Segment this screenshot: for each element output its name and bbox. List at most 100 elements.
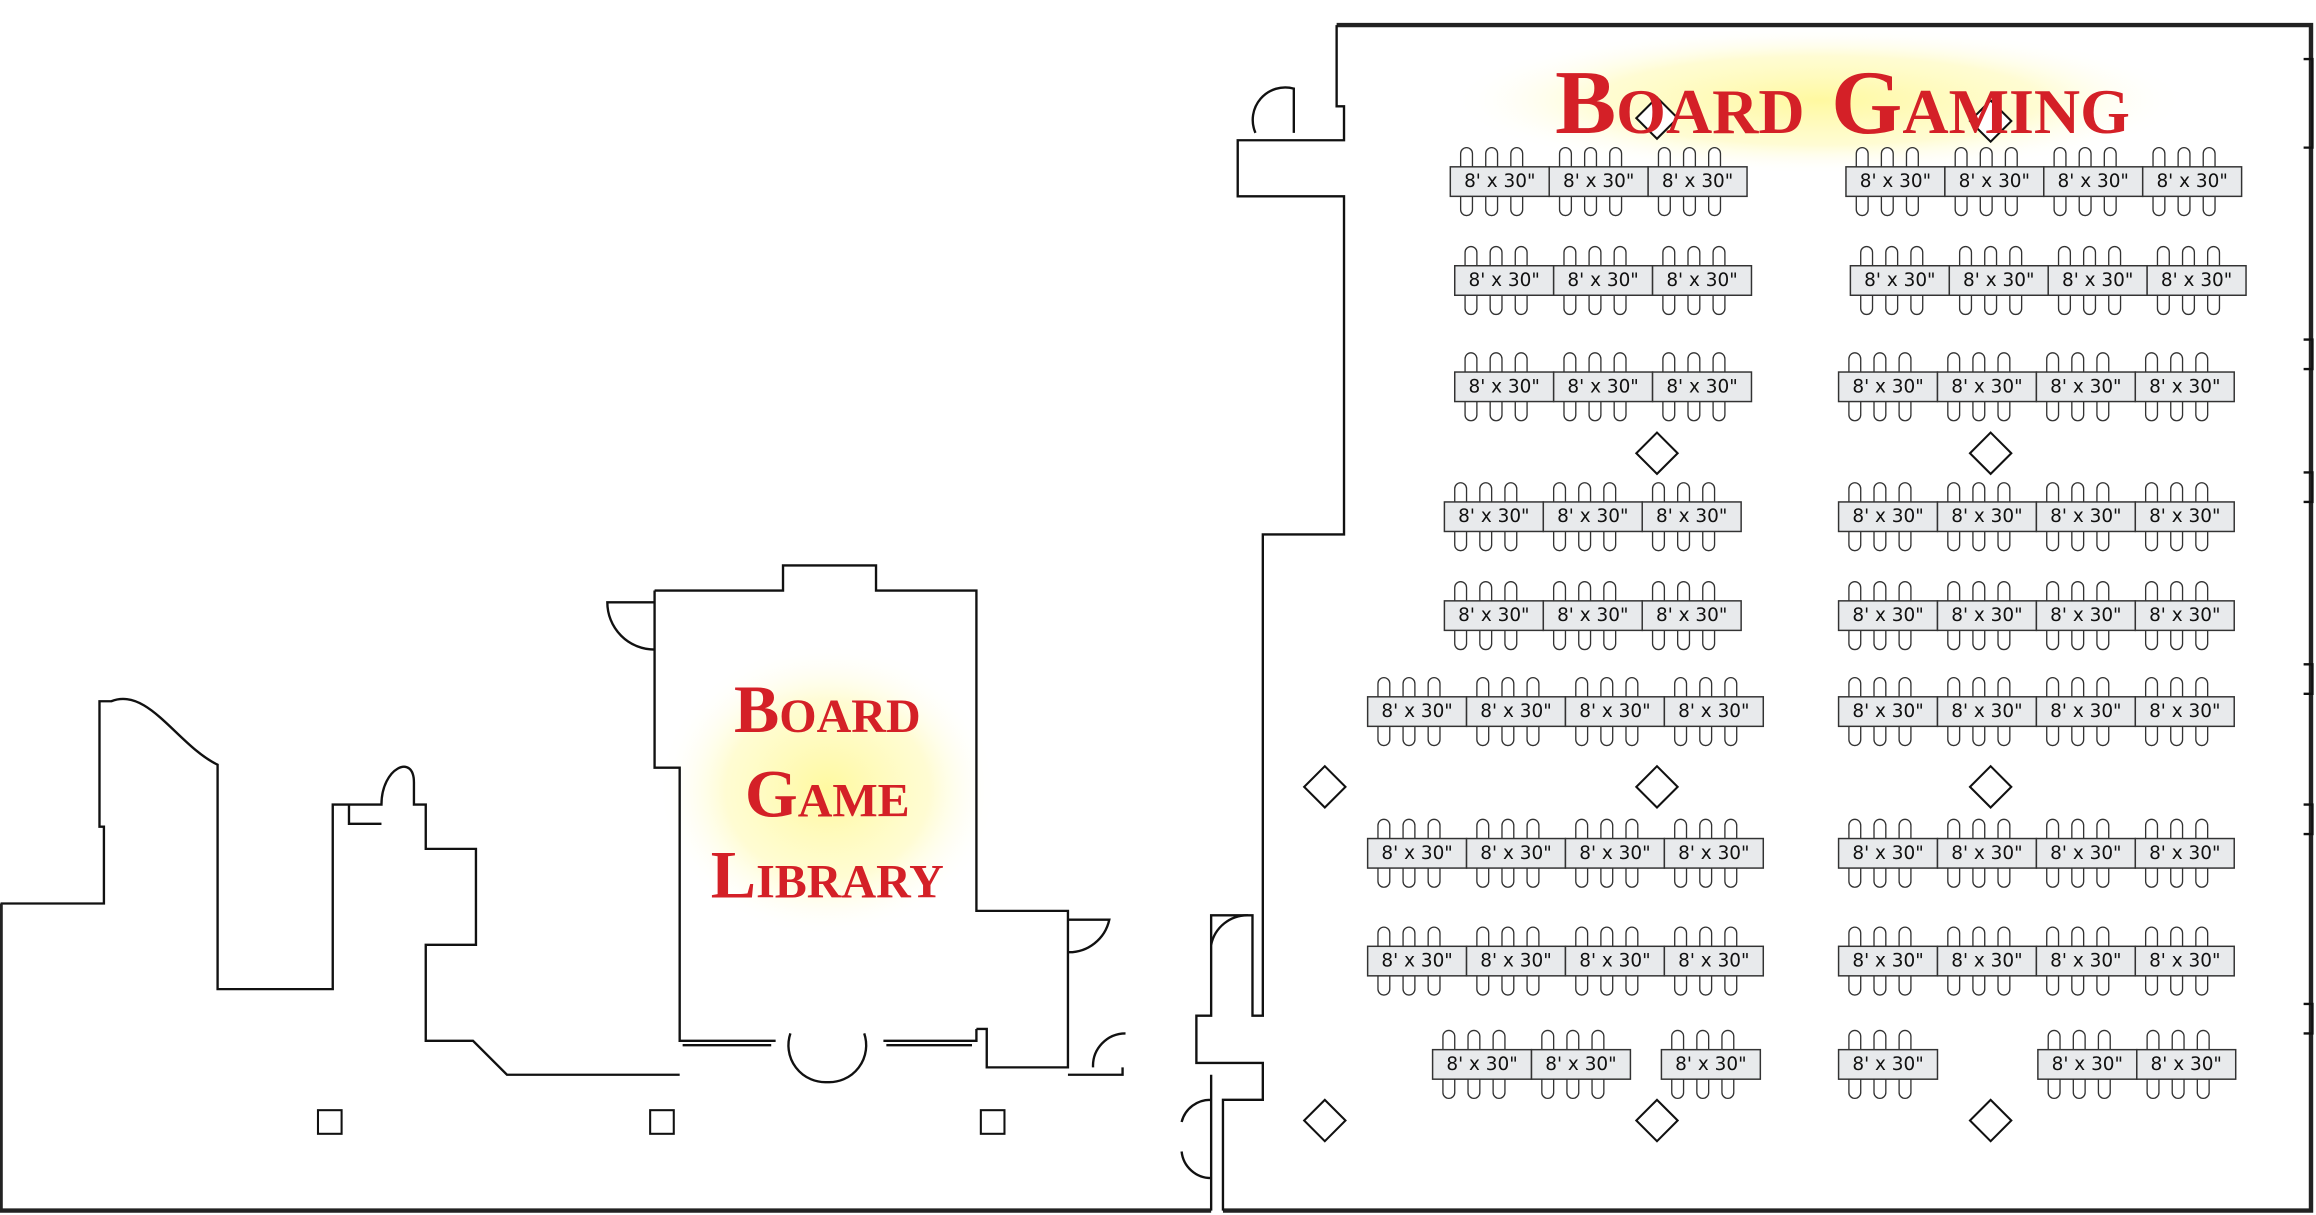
chair xyxy=(2170,630,2184,651)
chair xyxy=(1459,196,1474,217)
table-size-label: 8' x 30" xyxy=(1381,701,1452,722)
chair xyxy=(2202,196,2216,217)
chair xyxy=(1377,868,1391,888)
banquet-table: 8' x 30" xyxy=(1663,818,1765,888)
banquet-table: 8' x 30" xyxy=(1837,818,1939,888)
chair xyxy=(1687,401,1701,422)
chair xyxy=(2009,245,2023,266)
chair xyxy=(2046,630,2060,651)
column-square xyxy=(979,1109,1006,1135)
chair xyxy=(1702,581,1716,601)
banquet-table: 8' x 30" xyxy=(1449,146,1550,217)
table-top xyxy=(1936,837,2038,869)
label-glows xyxy=(657,26,2189,938)
table-size-label: 8' x 30" xyxy=(2149,605,2220,626)
board-gaming-glow xyxy=(1450,26,2189,175)
chair xyxy=(1873,926,1887,947)
chair xyxy=(2096,482,2110,502)
library-line2: Game xyxy=(745,755,910,831)
table-top xyxy=(1936,371,2038,403)
table-top xyxy=(1465,696,1567,728)
chair xyxy=(2170,676,2184,697)
chair xyxy=(1464,352,1478,373)
chair xyxy=(1489,245,1503,266)
table-size-label: 8' x 30" xyxy=(2050,843,2121,864)
table-size-label: 8' x 30" xyxy=(2050,951,2121,972)
table-size-label: 8' x 30" xyxy=(1852,506,1923,527)
library-line3: Library xyxy=(711,837,944,913)
table-size-label: 8' x 30" xyxy=(1852,843,1923,864)
chair xyxy=(1898,975,1912,996)
chair xyxy=(2071,482,2085,502)
board-gaming-line1: Board xyxy=(1555,51,1804,153)
chair xyxy=(2082,245,2097,266)
chair xyxy=(2047,1029,2061,1050)
table-size-label: 8' x 30" xyxy=(1678,843,1749,864)
chair xyxy=(1651,581,1666,601)
banquet-table: 8' x 30" xyxy=(1366,818,1468,888)
table-top xyxy=(2134,837,2235,869)
table-size-label: 8' x 30" xyxy=(2149,376,2220,397)
table-top xyxy=(2141,166,2243,198)
chair xyxy=(1479,581,1493,601)
chair xyxy=(1501,818,1515,839)
chair xyxy=(1479,482,1493,502)
chair xyxy=(2096,531,2110,552)
chair xyxy=(1504,482,1518,502)
chair xyxy=(2144,818,2159,839)
table-size-label: 8' x 30" xyxy=(1567,376,1638,397)
chair xyxy=(2053,146,2067,167)
chair xyxy=(1855,146,1869,167)
chair xyxy=(1724,818,1738,839)
chair xyxy=(2195,676,2209,697)
chair xyxy=(1997,926,2011,947)
chair xyxy=(2046,726,2060,747)
chair xyxy=(1464,245,1478,266)
chair xyxy=(1377,818,1391,839)
chair xyxy=(2046,531,2060,552)
chair xyxy=(1997,676,2011,697)
chair xyxy=(1600,975,1614,996)
chair xyxy=(1377,726,1391,747)
chair xyxy=(2071,630,2085,651)
chair xyxy=(1873,581,1887,601)
table-top xyxy=(1552,371,1654,403)
chair xyxy=(1541,1029,1555,1050)
chair xyxy=(1699,818,1713,839)
chair xyxy=(1873,401,1887,422)
chair xyxy=(2047,1079,2061,1100)
chair xyxy=(1848,630,1862,651)
banquet-table: 8' x 30" xyxy=(1936,581,2038,651)
banquet-table: 8' x 30" xyxy=(1948,245,2049,316)
table-size-label: 8' x 30" xyxy=(2151,1054,2222,1075)
table-top xyxy=(2035,837,2137,869)
banquet-table: 8' x 30" xyxy=(1647,146,1748,217)
chair xyxy=(1541,1079,1555,1100)
board-gaming-line2: Gaming xyxy=(1831,51,2130,153)
table-top xyxy=(1837,696,1939,728)
table-size-label: 8' x 30" xyxy=(1446,1054,1517,1075)
chair xyxy=(1504,630,1518,651)
table-size-label: 8' x 30" xyxy=(1567,270,1638,291)
chair xyxy=(1442,1029,1456,1050)
chair xyxy=(1489,401,1503,422)
chair xyxy=(1427,975,1441,996)
table-size-label: 8' x 30" xyxy=(2149,951,2220,972)
chair xyxy=(1910,245,1924,266)
table-top xyxy=(1542,501,1643,533)
chair xyxy=(2144,726,2159,747)
chair xyxy=(2144,926,2159,947)
table-size-label: 8' x 30" xyxy=(1951,506,2022,527)
chair xyxy=(1687,295,1701,316)
table-size-label: 8' x 30" xyxy=(1469,270,1540,291)
chair xyxy=(2072,1029,2086,1050)
chair xyxy=(1625,868,1639,888)
chair xyxy=(1526,726,1540,747)
table-size-label: 8' x 30" xyxy=(1563,171,1634,192)
chair xyxy=(1674,726,1688,747)
table-top xyxy=(1660,1048,1762,1080)
chair xyxy=(1898,401,1912,422)
chair xyxy=(1848,352,1862,373)
chair xyxy=(2097,1079,2111,1100)
chair xyxy=(1464,401,1478,422)
